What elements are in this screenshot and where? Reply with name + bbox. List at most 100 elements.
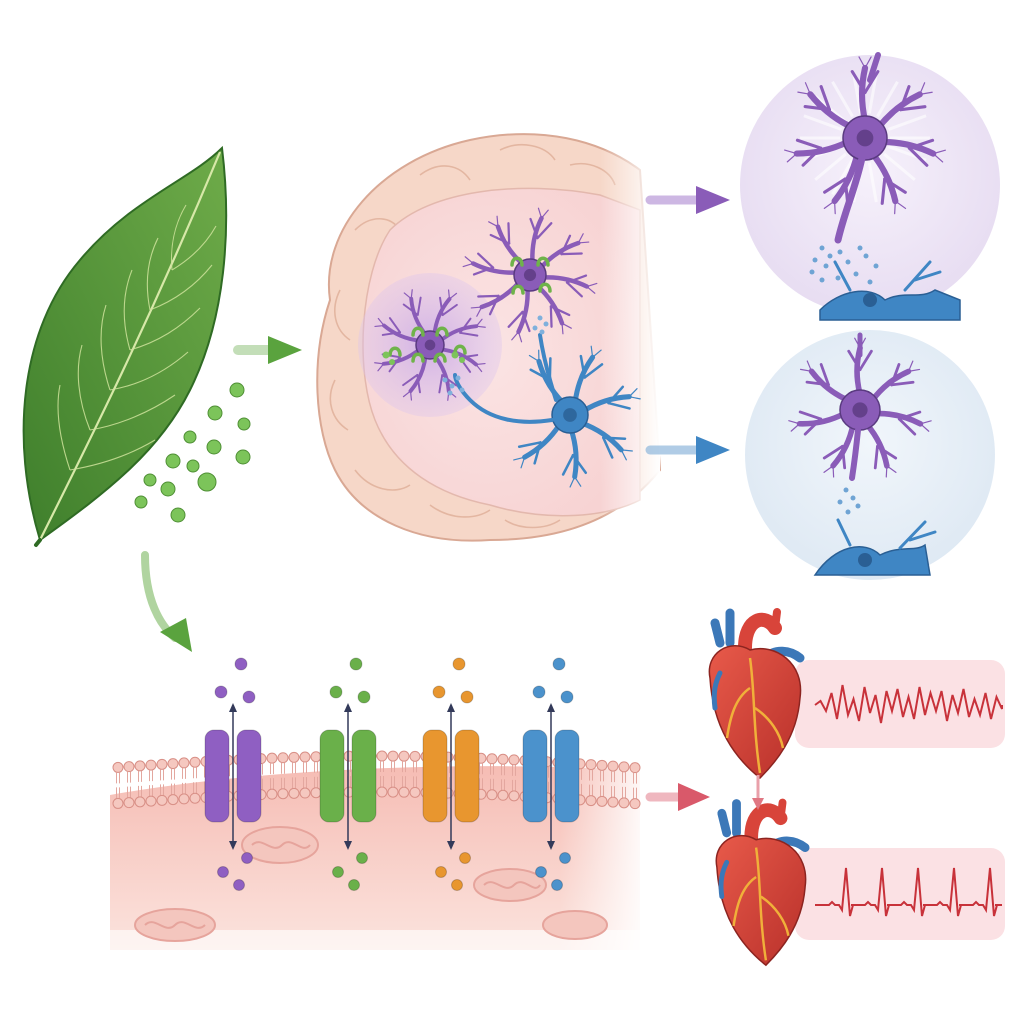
heart-icon xyxy=(715,798,810,967)
ion-channels xyxy=(204,657,580,891)
molecule-dot xyxy=(235,449,251,465)
ion-dot xyxy=(332,866,344,878)
molecule-dot xyxy=(183,430,197,444)
arrow-heart-to-heart xyxy=(752,775,764,810)
receptor-icon xyxy=(538,282,552,293)
brain-neurons xyxy=(374,207,641,488)
neurotransmitter-dot xyxy=(532,325,538,331)
mitochondria xyxy=(134,826,608,942)
molecule-dot xyxy=(237,417,251,431)
leaf-molecules xyxy=(134,382,251,523)
ecg-trace-icon xyxy=(815,867,1002,917)
neurotransmitter-dot xyxy=(845,259,851,265)
receptor-icon xyxy=(388,346,402,357)
ion-channel-icon xyxy=(522,657,580,891)
ion-dot xyxy=(214,685,228,699)
ion-dot xyxy=(241,852,253,864)
leaf-icon xyxy=(22,145,228,547)
neurotransmitter-dot xyxy=(382,351,390,359)
ion-dot xyxy=(348,879,360,891)
ecg-panel-regular xyxy=(795,848,1005,940)
heart-icon xyxy=(708,608,805,780)
arrow-membrane-to-heart xyxy=(645,783,710,811)
molecule-dot xyxy=(186,459,200,473)
neuron-icon xyxy=(813,518,937,576)
molecule-dot xyxy=(143,473,157,487)
ion-dot xyxy=(532,685,546,699)
neurotransmitter-dot xyxy=(873,263,879,269)
receptor-icon xyxy=(435,326,449,337)
ion-dot xyxy=(452,657,466,671)
arrow-to-blue-panel xyxy=(645,436,730,464)
neuron-icon xyxy=(513,345,641,488)
neurotransmitter-dot xyxy=(855,503,861,509)
neurotransmitter-dot xyxy=(853,271,859,277)
neurotransmitter-dot xyxy=(455,375,461,381)
ion-dot xyxy=(459,852,471,864)
ion-dot xyxy=(349,657,363,671)
molecule-dot xyxy=(134,495,148,509)
arrow-to-purple-panel xyxy=(645,186,730,214)
neurotransmitter-dot xyxy=(537,315,543,321)
molecule-dot xyxy=(207,405,223,421)
neurotransmitter-dot xyxy=(827,253,833,259)
neurotransmitter-dot xyxy=(850,495,856,501)
neurotransmitter-dot xyxy=(543,321,549,327)
ion-dot xyxy=(435,866,447,878)
neurotransmitter-dot xyxy=(867,279,873,285)
molecule-dot xyxy=(170,507,186,523)
receptor-icon xyxy=(411,326,425,337)
neurotransmitter-dot xyxy=(835,275,841,281)
molecule-dot xyxy=(197,472,217,492)
arrow-leaf-to-brain xyxy=(233,336,302,364)
receptor-icon xyxy=(536,256,550,267)
ion-dot xyxy=(356,852,368,864)
ion-dot xyxy=(217,866,229,878)
neurotransmitter-dot xyxy=(857,245,863,251)
ion-dot xyxy=(560,690,574,704)
panel-excitatory-synapse xyxy=(740,52,1000,321)
receptor-icon xyxy=(411,352,425,363)
neuron-icon xyxy=(462,207,598,343)
ion-dot xyxy=(432,685,446,699)
ion-dot xyxy=(357,690,371,704)
ecg-trace-icon xyxy=(814,684,1003,724)
neurotransmitter-dot xyxy=(837,249,843,255)
neurotransmitter-dot xyxy=(449,383,455,389)
neurotransmitter-dot xyxy=(539,329,545,335)
neurotransmitter-dot xyxy=(459,357,465,363)
neurotransmitter-dot xyxy=(809,269,815,275)
neuron-icon xyxy=(819,260,961,321)
ion-dot xyxy=(559,852,571,864)
receptor-icon xyxy=(433,352,447,363)
molecule-dot xyxy=(229,382,245,398)
ecg-panel-irregular xyxy=(795,660,1005,748)
ion-channel-icon xyxy=(204,657,262,891)
neurotransmitter-dot xyxy=(459,387,465,393)
neurotransmitter-dot xyxy=(389,359,395,365)
neurotransmitter-dot xyxy=(812,257,818,263)
ion-dot xyxy=(233,879,245,891)
neurotransmitter-dot xyxy=(451,351,459,359)
receptor-icon xyxy=(453,344,467,355)
molecule-dot xyxy=(165,453,181,469)
ion-dot xyxy=(242,690,256,704)
neuron-icon xyxy=(788,337,932,478)
neuron-icon xyxy=(784,56,946,215)
molecule-dot xyxy=(206,439,222,455)
ion-dot xyxy=(234,657,248,671)
panel-top-neurons xyxy=(784,52,961,321)
neurotransmitter-dot xyxy=(837,499,843,505)
neurotransmitter-dot xyxy=(819,277,825,283)
ion-dot xyxy=(329,685,343,699)
brain-icon xyxy=(316,133,662,542)
ion-dot xyxy=(460,690,474,704)
panel-bottom-neurons xyxy=(788,332,937,576)
arrow-leaf-to-membrane xyxy=(141,551,192,652)
ion-channel-icon xyxy=(319,657,377,891)
ion-dot xyxy=(552,657,566,671)
neurotransmitter-dot xyxy=(819,245,825,251)
ion-channel-icon xyxy=(422,657,480,891)
molecule-dot xyxy=(160,481,176,497)
